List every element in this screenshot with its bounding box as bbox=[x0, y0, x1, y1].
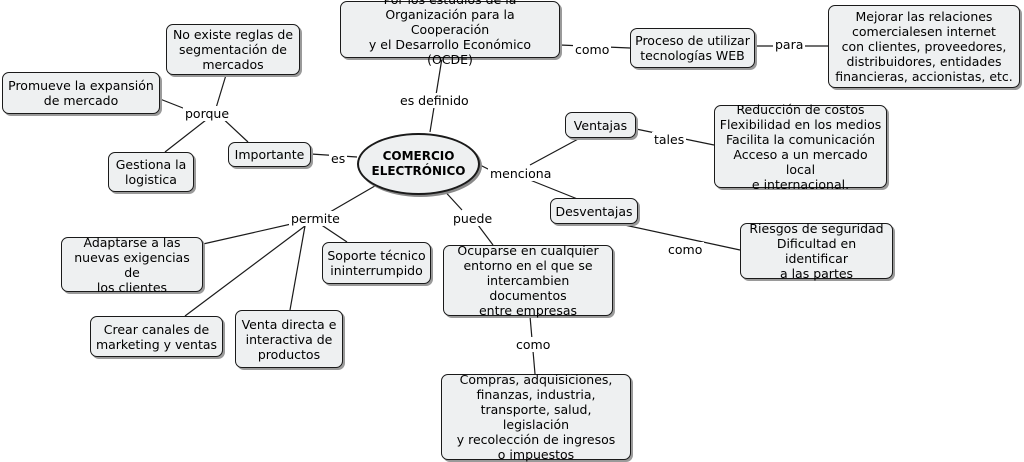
node-market-expansion: Promueve la expansión de mercado bbox=[2, 72, 160, 114]
node-technical-support: Soporte técnico ininterrumpido bbox=[322, 242, 431, 284]
node-advantages: Ventajas bbox=[565, 112, 636, 138]
label-permite: permite bbox=[289, 211, 342, 226]
node-logistics: Gestiona la logistica bbox=[108, 152, 194, 192]
node-marketing-channels: Crear canales de marketing y ventas bbox=[90, 316, 223, 357]
line-permite-adapt bbox=[202, 221, 301, 245]
node-ocde-definition: Por los estudios de la Organización para… bbox=[340, 0, 560, 67]
line-menciona-desventajas bbox=[529, 179, 581, 201]
node-application-areas: Compras, adquisiciones, finanzas, indust… bbox=[441, 372, 631, 462]
node-advantages-list: Reducción de costos Flexibilidad en los … bbox=[714, 102, 887, 192]
node-web-process: Proceso de utilizar tecnologías WEB bbox=[630, 28, 755, 68]
label-tales: tales bbox=[652, 132, 687, 147]
label-menciona: menciona bbox=[488, 166, 554, 181]
line-desventajas-list bbox=[619, 223, 741, 251]
label-para: para bbox=[773, 37, 806, 52]
label-como-disadvantages: como bbox=[666, 242, 705, 257]
line-puede-occupy bbox=[477, 224, 494, 246]
central-concept: COMERCIO ELECTRÓNICO bbox=[357, 133, 480, 195]
node-improve-relations: Mejorar las relaciones comercialesen int… bbox=[828, 5, 1020, 88]
label-como-top: como bbox=[573, 42, 612, 57]
node-adapt-to-clients: Adaptarse a las nuevas exigencias de los… bbox=[61, 235, 203, 295]
node-disadvantages-list: Riesgos de seguridad Dificultad en ident… bbox=[740, 221, 893, 281]
line-menciona-ventajas bbox=[529, 137, 581, 166]
line-permite-channels bbox=[184, 225, 306, 317]
node-important: Importante bbox=[228, 142, 311, 167]
label-es-definido: es definido bbox=[398, 93, 471, 108]
line-porque-norules bbox=[215, 74, 227, 109]
node-direct-sale: Venta directa e interactiva de productos bbox=[235, 310, 343, 368]
line-permite-support bbox=[319, 223, 348, 243]
line-permite-directsale bbox=[289, 225, 306, 311]
label-como-bottom: como bbox=[514, 337, 553, 352]
node-disadvantages: Desventajas bbox=[550, 198, 638, 224]
node-document-exchange: Ocuparse en cualquier entorno en el que … bbox=[443, 243, 613, 318]
line-center-permite bbox=[329, 182, 381, 213]
label-puede: puede bbox=[451, 211, 495, 226]
label-porque: porque bbox=[183, 106, 232, 121]
node-no-segmentation-rules: No existe reglas de segmentación de merc… bbox=[166, 24, 300, 75]
label-es: es bbox=[329, 151, 348, 166]
line-porque-logistics bbox=[164, 119, 207, 153]
